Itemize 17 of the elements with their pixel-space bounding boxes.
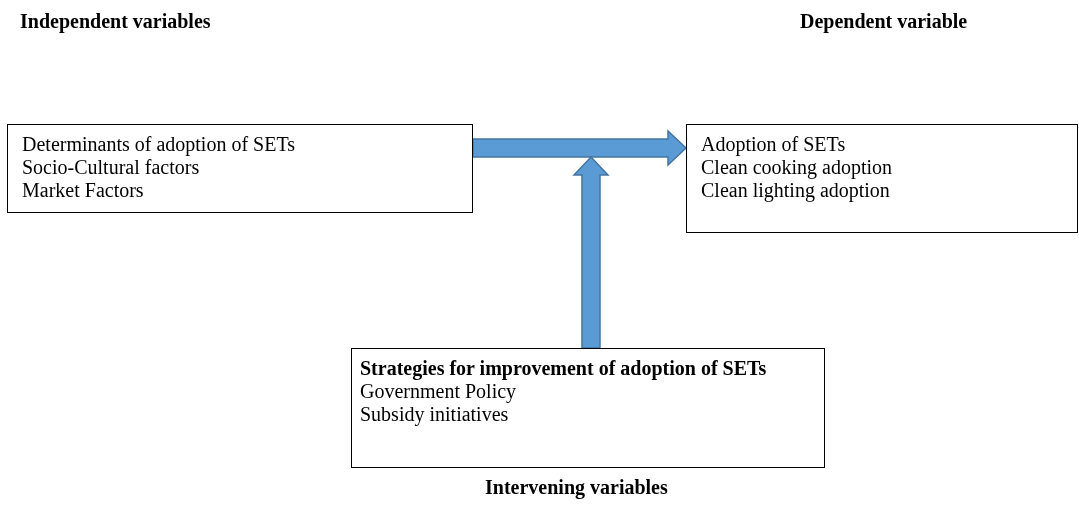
section-heading: Dependent variable	[800, 10, 968, 33]
list-item: Government Policy	[360, 380, 518, 403]
text-box	[351, 348, 825, 468]
block-arrow	[472, 129, 688, 167]
list-item: Adoption of SETs	[701, 133, 847, 156]
list-item: Clean cooking adoption	[701, 156, 894, 179]
section-heading: Intervening variables	[485, 476, 668, 499]
block-arrow	[572, 155, 610, 349]
text-box	[7, 124, 473, 213]
list-item: Determinants of adoption of SETs	[22, 133, 296, 156]
section-heading: Independent variables	[20, 10, 211, 33]
list-item: Socio-Cultural factors	[22, 156, 201, 179]
list-item: Clean lighting adoption	[701, 179, 891, 202]
list-item: Market Factors	[22, 179, 145, 202]
list-item: Subsidy initiatives	[360, 403, 510, 426]
text-box	[686, 124, 1078, 233]
box-heading: Strategies for improvement of adoption of SETs	[360, 357, 768, 380]
